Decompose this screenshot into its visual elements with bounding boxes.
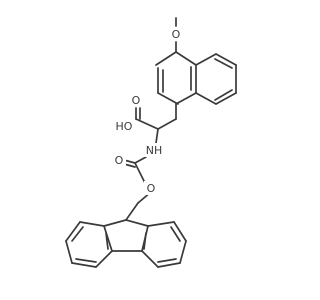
benzene-bond	[179, 240, 187, 264]
carbamate-carbonyl-oxygen-label: O	[115, 154, 124, 167]
benzene-bond	[79, 221, 105, 227]
benzene-double-bond	[170, 226, 181, 242]
ring-bond	[175, 51, 197, 66]
alpha-carboxyl-bond	[135, 118, 159, 130]
chemical-structure-diagram: O O HO NH O O	[65, 17, 237, 268]
benzene-bond	[71, 262, 97, 268]
benzene-bond	[147, 221, 175, 227]
n-carbonyl-bond	[134, 156, 147, 164]
benzene-bond	[65, 221, 81, 242]
ring-bond	[195, 53, 217, 66]
benzene-bond	[157, 262, 181, 268]
benzene-double-bond	[143, 232, 147, 250]
ch2-c9-bond	[125, 202, 139, 221]
acid-carbonyl-oxygen-label: O	[132, 94, 141, 107]
benzene-bond	[95, 250, 113, 268]
methoxy-oxygen-label: O	[172, 28, 181, 41]
ring-double-bond	[214, 58, 233, 69]
ring-bond	[157, 92, 179, 105]
benzene-bond	[141, 250, 159, 268]
atom-labels: O O HO NH O O	[112, 27, 183, 195]
benzene-bond	[65, 240, 73, 264]
ch2-alpha-bond	[157, 118, 177, 130]
benzene-double-bond	[105, 232, 109, 250]
ester-oxygen-label: O	[147, 182, 156, 195]
ring-bond	[215, 53, 237, 66]
alpha-n-bond	[155, 128, 159, 144]
amine-label: NH	[146, 144, 163, 157]
benzene-double-bond	[157, 258, 177, 263]
ring-double-bond	[214, 89, 233, 101]
ring-bond	[215, 92, 237, 105]
five-ring-bond	[125, 219, 149, 227]
hydroxyl-label: HO	[116, 120, 133, 133]
ring-bond	[195, 92, 217, 105]
five-ring-bond	[103, 225, 113, 252]
carbonyl-ester-o-bond	[134, 162, 146, 184]
ring-bond	[155, 51, 177, 66]
benzene-double-bond	[75, 258, 97, 263]
ring-bond	[175, 92, 197, 105]
benzene-bond	[173, 221, 187, 242]
benzene-double-bond	[71, 226, 84, 242]
bond-lines	[65, 17, 237, 268]
five-ring-bond	[103, 219, 127, 227]
